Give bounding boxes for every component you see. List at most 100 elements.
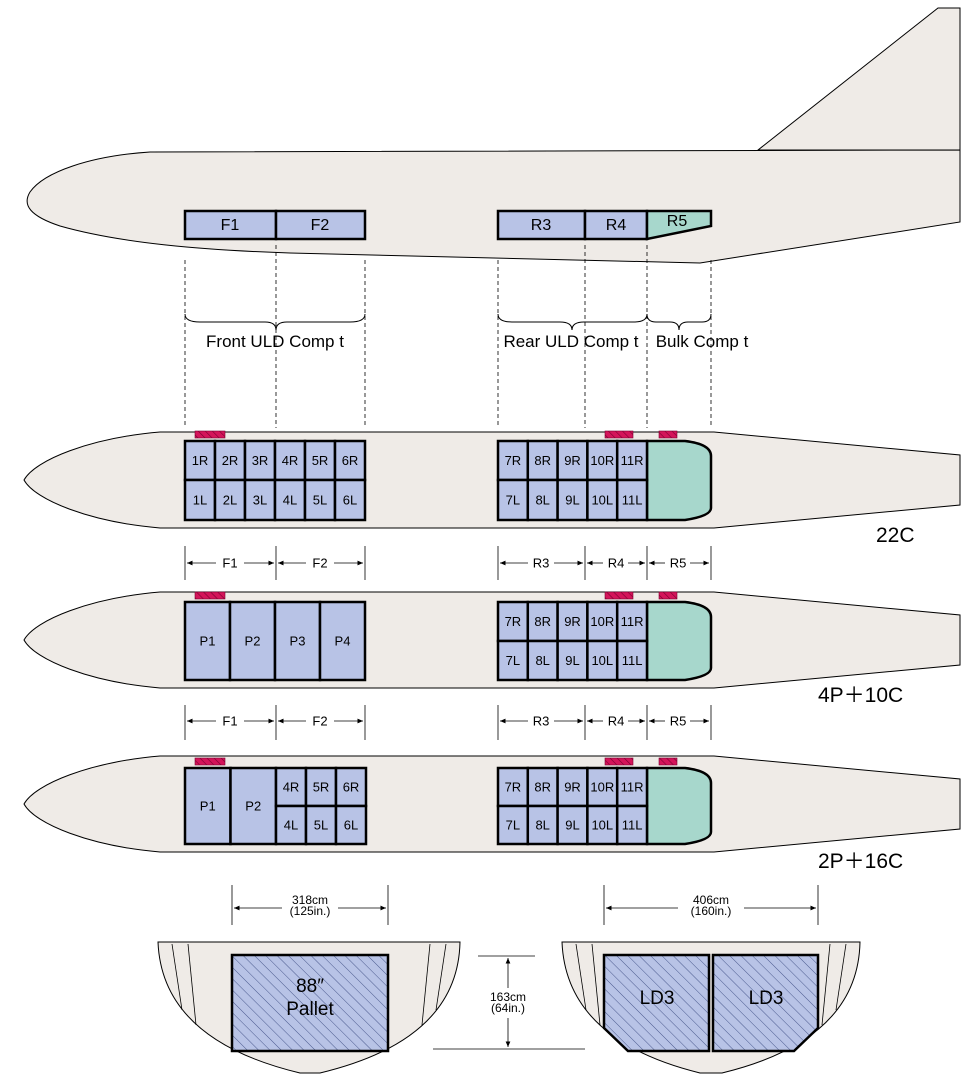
compartment-f1-label: F1 xyxy=(221,217,240,234)
uld-position-label: 9R xyxy=(564,614,581,629)
ld3-right-label: LD3 xyxy=(749,988,784,1009)
uld-position-label: 1L xyxy=(193,492,207,507)
uld-position-10l xyxy=(586,639,619,682)
bulk-area xyxy=(645,439,713,522)
door-rear xyxy=(604,430,634,439)
uld-position-10l xyxy=(586,478,619,522)
uld-position-label: 9L xyxy=(565,653,579,668)
uld-position-4r xyxy=(274,766,308,808)
door-rear xyxy=(604,757,634,766)
uld-position-label: 4R xyxy=(282,453,299,468)
door-front xyxy=(194,430,226,439)
uld-position-label: 5L xyxy=(314,817,328,832)
height-in: (64in.) xyxy=(491,1001,525,1015)
ld3-right xyxy=(711,953,820,1053)
dim-r4: R4 xyxy=(608,713,625,728)
uld-position-label: 7R xyxy=(505,779,522,794)
uld-position-1l xyxy=(183,478,217,522)
pallet-position-p1 xyxy=(183,600,232,682)
bulk-label: Bulk Comp t xyxy=(656,332,749,351)
uld-position-label: 10L xyxy=(591,817,613,832)
dim-f2: F2 xyxy=(312,555,327,570)
ld3-left xyxy=(602,953,711,1053)
config-label: 4P＋10C xyxy=(818,684,903,707)
pallet-position-label: P4 xyxy=(335,633,351,648)
uld-position-label: 10R xyxy=(590,453,614,468)
bulk-area xyxy=(645,766,713,846)
uld-position-label: 2L xyxy=(223,492,237,507)
uld-position-6l xyxy=(333,478,367,522)
door-front xyxy=(194,757,226,766)
uld-position-11l xyxy=(615,478,649,522)
uld-position-7r xyxy=(496,439,530,482)
pallet-position-label: P1 xyxy=(200,798,216,813)
pallet-position-label: P1 xyxy=(200,633,216,648)
dim-r5: R5 xyxy=(670,555,687,570)
pallet-width-cm: 318cm xyxy=(292,893,328,907)
uld-position-5l xyxy=(304,804,338,846)
aircraft-side-view xyxy=(26,7,961,264)
uld-position-label: 10R xyxy=(590,779,614,794)
dim-f1: F1 xyxy=(222,555,237,570)
pallet-width-in: (125in.) xyxy=(290,904,331,918)
uld-position-2l xyxy=(213,478,247,522)
rear-uld-label: Rear ULD Comp t xyxy=(503,332,638,351)
uld-position-label: 4L xyxy=(283,492,297,507)
door-bulk xyxy=(658,757,678,766)
fuselage-2p16c xyxy=(23,755,961,853)
uld-position-label: 7R xyxy=(505,453,522,468)
pallet-position-label: P2 xyxy=(245,633,261,648)
uld-position-label: 7L xyxy=(506,817,520,832)
uld-position-label: 8R xyxy=(534,779,551,794)
tail-fin xyxy=(756,7,961,151)
uld-position-label: 2R xyxy=(222,453,239,468)
uld-position-1r xyxy=(183,439,217,482)
front-uld-label: Front ULD Comp t xyxy=(206,332,344,351)
compartment-braces xyxy=(184,313,712,331)
uld-position-label: 8R xyxy=(534,614,551,629)
uld-position-5l xyxy=(303,478,337,522)
config-label: 22C xyxy=(876,524,915,547)
compartment-r5 xyxy=(645,209,713,241)
uld-position-label: 4L xyxy=(284,817,298,832)
dim-f2: F2 xyxy=(312,713,327,728)
compartment-r4-label: R4 xyxy=(606,217,627,234)
uld-position-label: 9R xyxy=(564,453,581,468)
dim-r4: R4 xyxy=(608,555,625,570)
guide-lines xyxy=(184,245,712,428)
uld-position-label: 11L xyxy=(622,653,643,668)
uld-position-label: 5L xyxy=(313,492,327,507)
dim-r3: R3 xyxy=(533,555,550,570)
uld-position-label: 11L xyxy=(622,817,643,832)
ld3-left-label: LD3 xyxy=(640,988,675,1009)
uld-position-label: 10L xyxy=(591,653,613,668)
uld-position-label: 6R xyxy=(342,453,359,468)
fuselage-4p10c xyxy=(23,591,961,689)
uld-position-6r xyxy=(334,766,368,808)
uld-position-7l xyxy=(496,478,530,522)
container-width-in: (160in.) xyxy=(691,904,732,918)
uld-position-label: 4R xyxy=(283,779,300,794)
bulk-area xyxy=(645,600,713,682)
uld-position-11l xyxy=(615,804,649,846)
dim-r3: R3 xyxy=(533,713,550,728)
pallet-label-size: 88″ xyxy=(296,976,324,997)
door-bulk xyxy=(658,430,678,439)
uld-position-label: 7R xyxy=(505,614,522,629)
uld-position-label: 7L xyxy=(506,653,520,668)
uld-position-label: 6L xyxy=(344,817,358,832)
dimension-row-2: F1 F2 R3 R4 R5 xyxy=(184,705,712,740)
cross-section-pallet: 318cm (125in.) 88″ Pallet xyxy=(157,885,461,1074)
compartment-f1 xyxy=(183,209,278,241)
compartment-r4 xyxy=(583,209,649,241)
pallet-position-p1 xyxy=(183,766,232,846)
uld-position-6l xyxy=(334,804,368,846)
fuselage-22c xyxy=(23,431,961,529)
uld-position-8l xyxy=(526,478,559,522)
height-dimension: 163cm (64in.) xyxy=(433,955,585,1050)
uld-position-label: 3R xyxy=(252,453,269,468)
door-rear xyxy=(604,591,634,600)
